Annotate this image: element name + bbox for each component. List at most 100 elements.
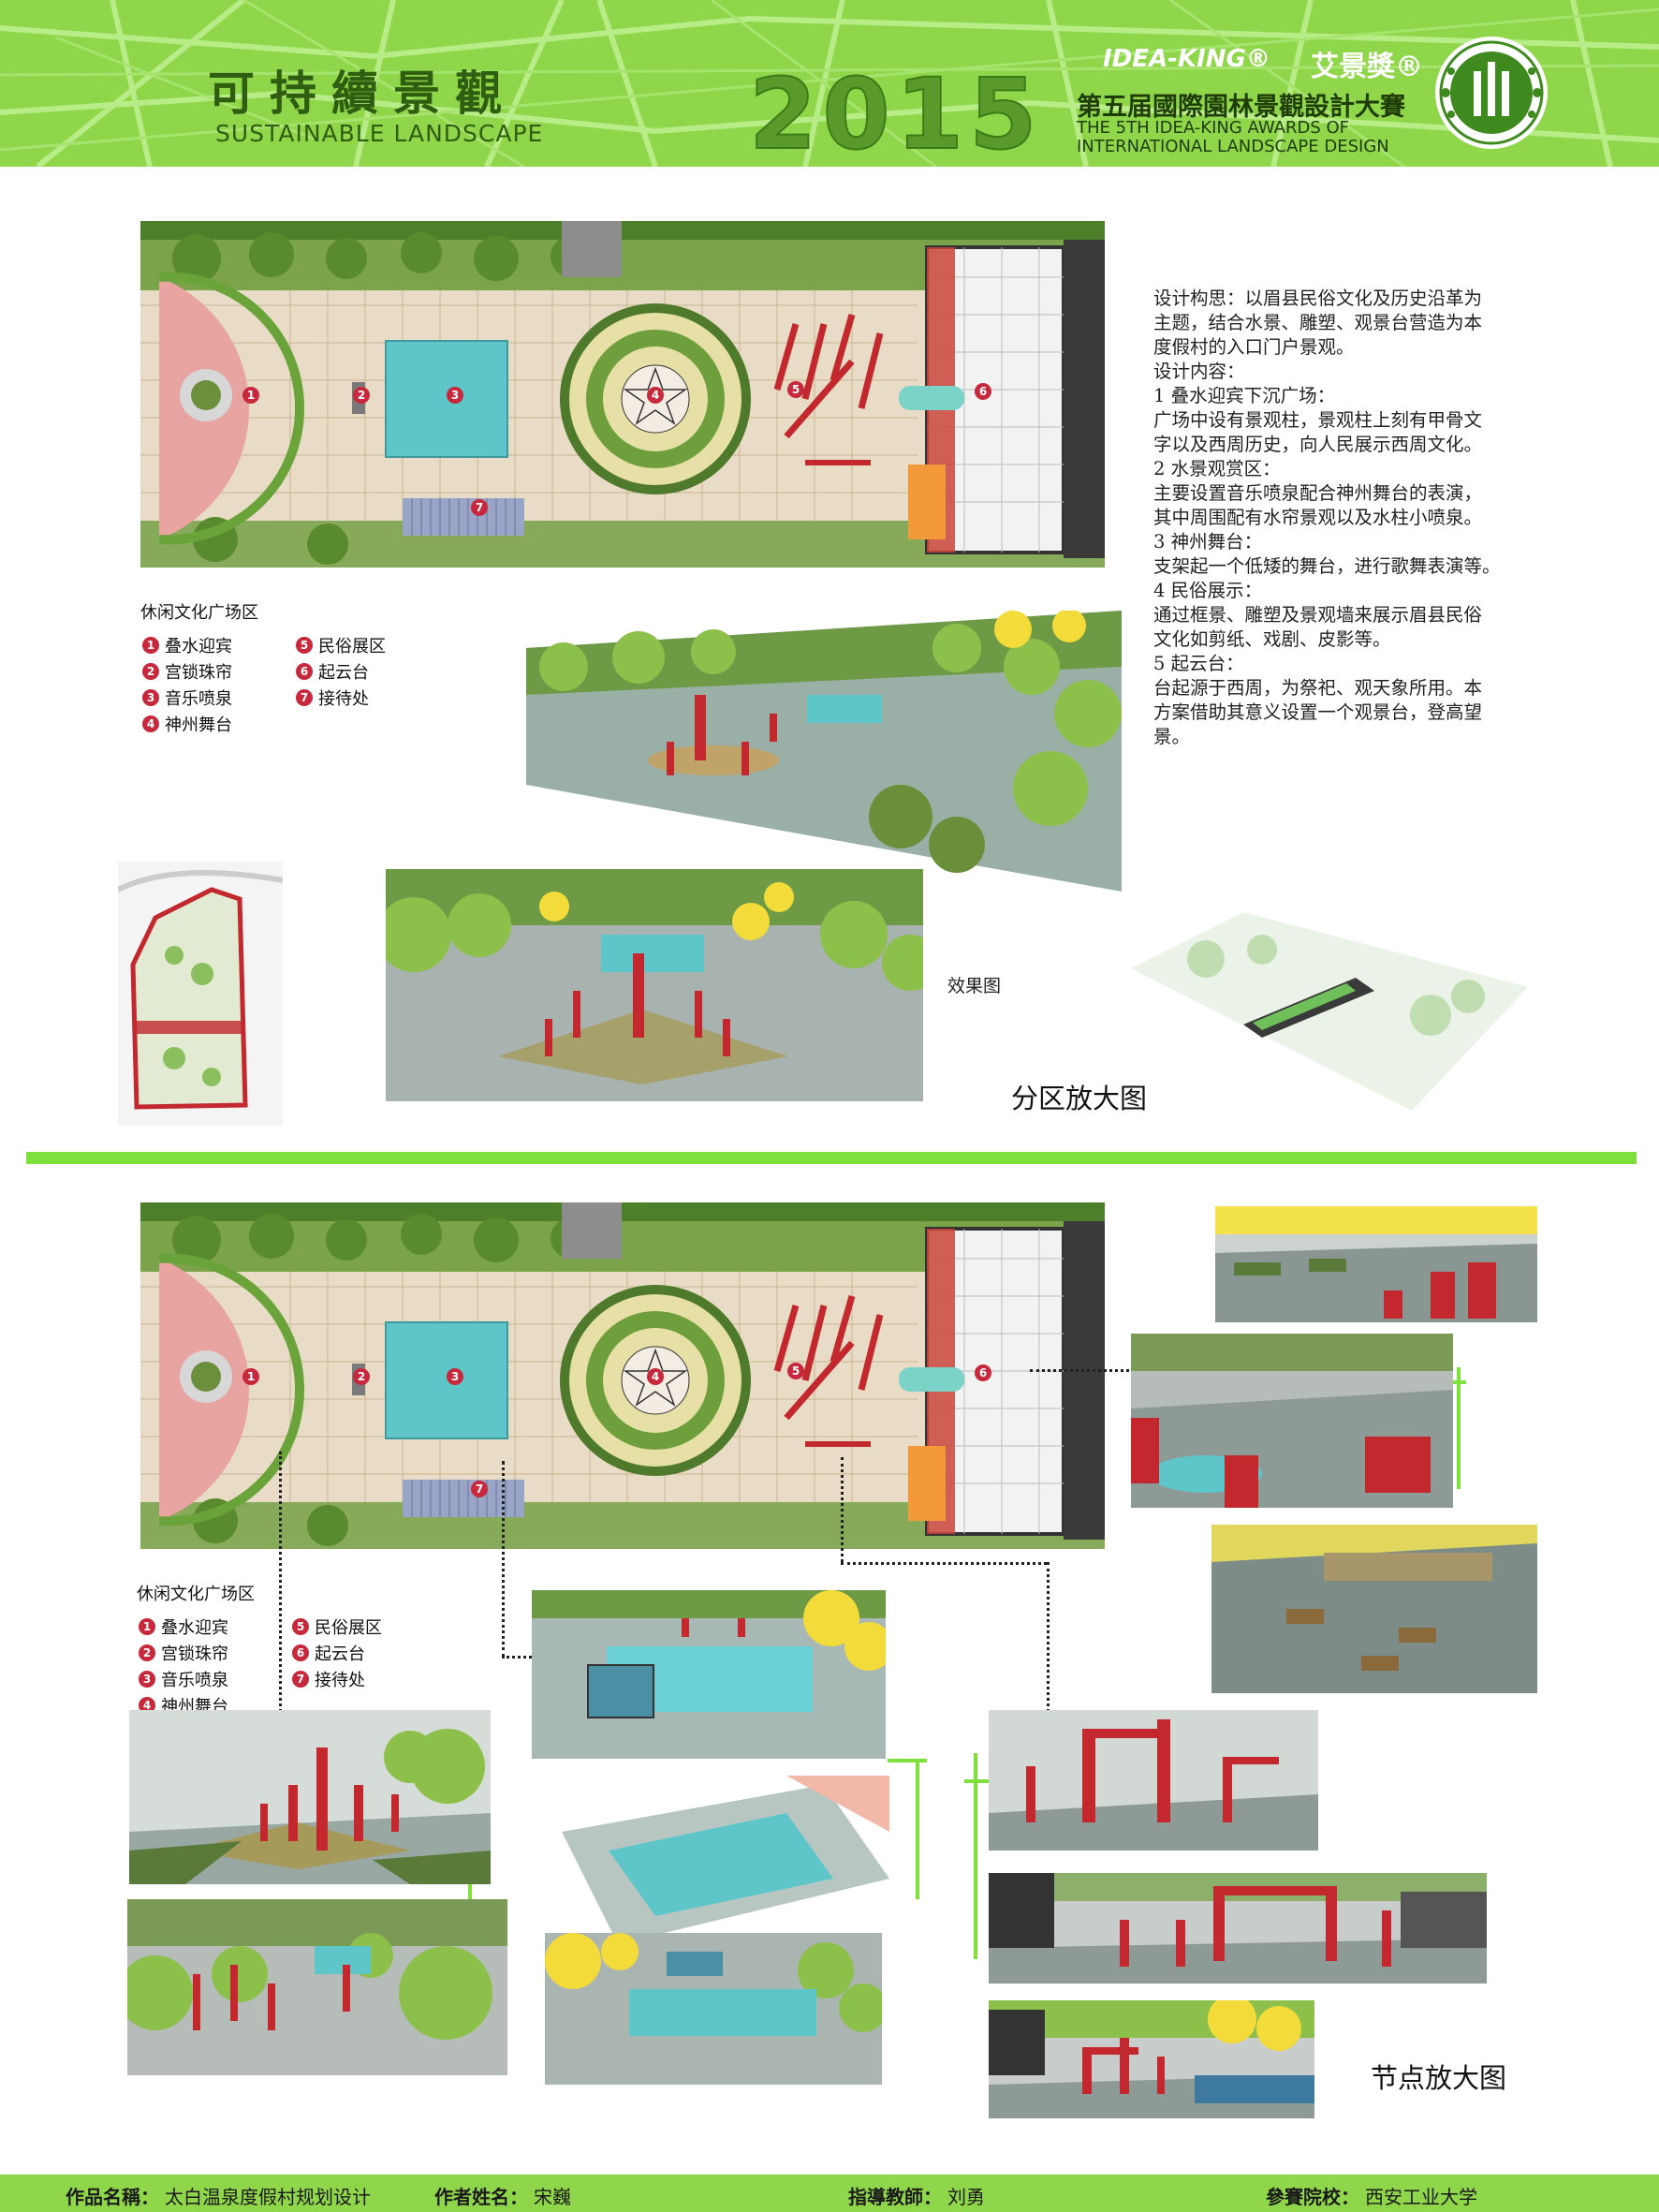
footer-school-value: 西安工业大学 [1365,2186,1477,2208]
desc-line: 设计构思：以眉县民俗文化及历史沿革为 [1153,288,1483,309]
desc-line: 景。 [1153,726,1191,747]
design-description: 设计构思：以眉县民俗文化及历史沿革为 主题，结合水景、雕塑、观景台营造为本 度假… [1153,287,1547,749]
render-aerial-plaza-1 [526,611,1122,892]
desc-line: 2 水景观赏区： [1153,458,1281,479]
plan-marker-6: 6 [979,385,987,398]
brand-english: IDEA-KING® [1103,45,1270,73]
render-node-frames-1 [989,1710,1318,1851]
render-caption: 效果图 [947,976,1002,996]
desc-line: 度假村的入口门户景观。 [1153,336,1355,358]
location-map [118,862,283,1126]
footer-author-value: 宋巍 [534,2186,571,2208]
footer-work-label: 作品名稱： [66,2186,159,2208]
footer-school-label: 參賽院校： [1266,2186,1359,2208]
plan-marker-3: 3 [451,1370,459,1383]
plan-marker-7: 7 [476,501,483,514]
connector-line [841,1562,1047,1565]
title-english: SUSTAINABLE LANDSCAPE [215,120,544,147]
render-node-pool [562,1776,889,1944]
award-logo-icon [1435,37,1548,149]
plan-marker-4: 4 [652,1370,659,1383]
header-banner [0,0,1659,167]
desc-line: 广场中设有景观柱，景观柱上刻有甲骨文 [1153,409,1483,431]
street-map-pattern [0,0,1659,167]
connector-line [1047,1562,1050,1712]
contest-title-english-line2: INTERNATIONAL LANDSCAPE DESIGN [1077,137,1389,156]
plan-marker-2: 2 [358,389,365,402]
render-node-columns-1 [129,1710,491,1884]
desc-line: 1 叠水迎宾下沉广场： [1153,385,1336,406]
plan-marker-6: 6 [979,1366,987,1379]
desc-line: 文化如剪纸、戏剧、皮影等。 [1153,628,1391,650]
legend-title: 休闲文化广场区 [137,1585,255,1604]
guide-line [1457,1367,1461,1489]
footer-advisor-value: 刘勇 [947,2186,985,2208]
desc-line: 字以及西周历史，向人民展示西周文化。 [1153,434,1483,455]
footer-advisor-label: 指導教師： [848,2186,942,2208]
connector-line [1030,1369,1213,1372]
brand-chinese: 艾景獎® [1311,51,1423,83]
render-node-waterwall [532,1590,886,1759]
render-aerial-plaza-2 [386,869,923,1101]
plan-marker-3: 3 [451,389,459,402]
desc-line: 主要设置音乐喷泉配合神州舞台的表演， [1153,482,1483,504]
connector-line [841,1457,844,1562]
desc-line: 支架起一个低矮的舞台，进行歌舞表演等。 [1153,555,1501,577]
desc-line: 3 神州舞台： [1153,531,1263,553]
desc-line: 5 起云台： [1153,653,1244,674]
guide-line [964,1779,996,1783]
title-chinese: 可持續景觀 [208,66,517,121]
render-node-columns-2 [127,1899,507,2075]
render-node-steps-3 [1211,1525,1537,1693]
desc-line: 主题，结合水景、雕塑、观景台营造为本 [1153,312,1483,333]
connector-line [502,1461,505,1658]
plan-marker-2: 2 [358,1370,365,1383]
render-node-steps-1 [1215,1206,1537,1322]
desc-line: 4 民俗展示： [1153,580,1263,601]
render-node-pool-aerial [545,1933,882,2085]
guide-line [916,1759,919,1899]
contest-title-chinese: 第五届國際園林景觀設計大賽 [1077,93,1405,122]
render-node-steps-2 [1131,1334,1453,1508]
desc-line: 台起源于西周，为祭祀、观天象所用。本 [1153,677,1483,699]
guide-line [468,1871,472,1909]
desc-line: 方案借助其意义设置一个观景台，登高望 [1153,701,1483,723]
footer-bar: 作品名稱： 太白温泉度假村规划设计 作者姓名： 宋巍 指導教師： 刘勇 參賽院校… [0,2175,1659,2212]
section-divider [26,1152,1637,1164]
connector-line [502,1656,532,1659]
site-plan-top: 1 2 3 4 5 6 7 [140,221,1105,568]
guide-line [888,1759,927,1762]
footer-work-value: 太白温泉度假村规划设计 [165,2186,371,2208]
render-node-frames-3 [989,2000,1314,2118]
render-node-frames-2 [989,1873,1487,1983]
plan-marker-1: 1 [247,1370,255,1383]
year-mark: 2015 [748,57,1043,171]
section-title-nodes: 节点放大图 [1371,2062,1507,2094]
plan-marker-4: 4 [652,389,659,402]
desc-line: 设计内容： [1153,361,1245,382]
plan-marker-5: 5 [792,1364,800,1378]
contest-title-english-line1: THE 5TH IDEA-KING AWARDS OF [1077,118,1350,138]
connector-line [279,1452,282,1751]
site-model-view [1131,912,1528,1111]
desc-line: 通过框景、雕塑及景观墙来展示眉县民俗 [1153,604,1483,626]
legend-title: 休闲文化广场区 [140,603,258,623]
guide-line [974,1753,977,1959]
plan-marker-1: 1 [247,389,255,402]
section-title-zoning: 分区放大图 [1011,1083,1148,1114]
